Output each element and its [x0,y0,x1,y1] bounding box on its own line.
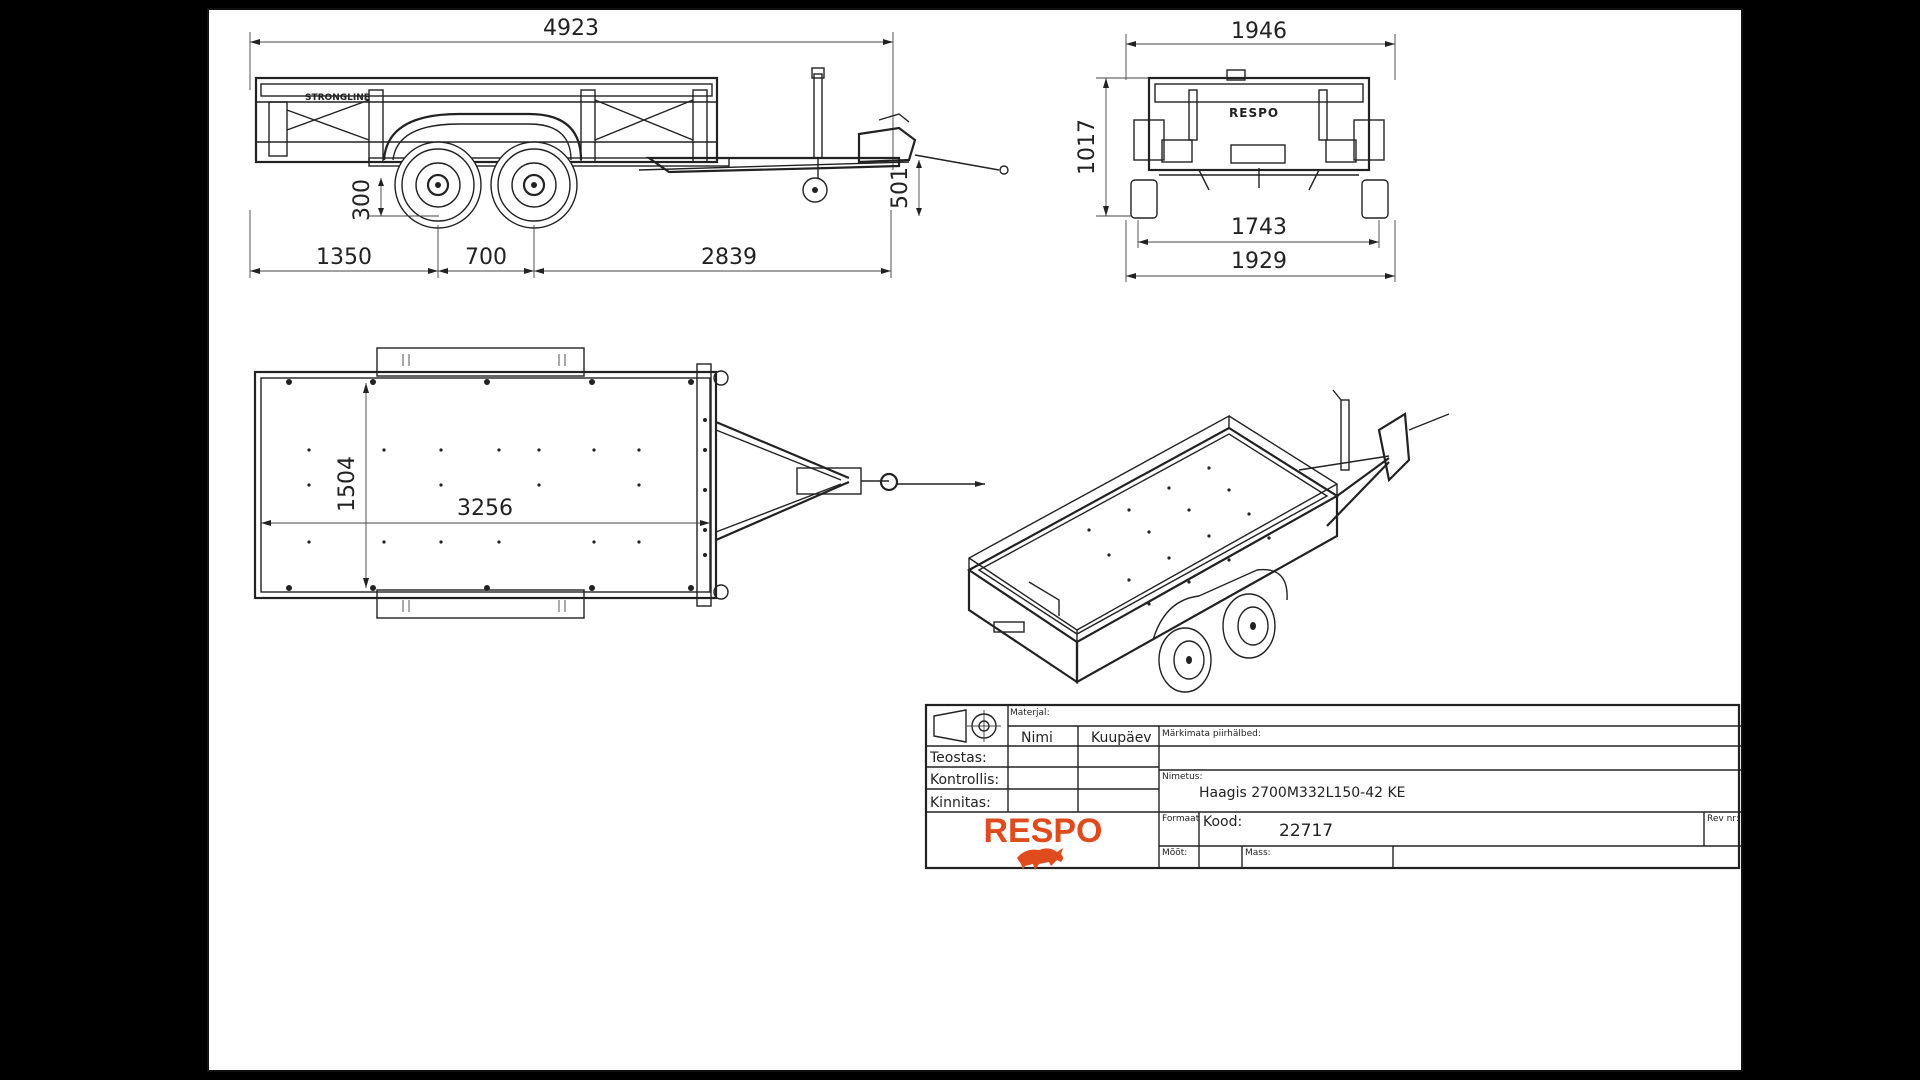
side-brand-text: STRONGLINE [305,93,370,103]
scale-label: Mõõt: [1162,848,1187,858]
iso-wheel-front [1158,627,1212,693]
dim-track-outer: 1929 [1231,249,1287,274]
rear-brand-text: RESPO [1229,106,1279,120]
checked-label: Kontrollis: [930,772,999,788]
iso-wheel-rear [1222,593,1276,659]
title-label: Nimetus: [1162,772,1203,782]
code-value: 22717 [1279,821,1333,841]
title-block: Materjal: Nimi Kuupäev Märkimata piirhäl… [924,703,1741,870]
drawing-sheet: 4923 STRONGLINE [207,8,1743,1072]
material-label: Materjal: [1010,708,1050,718]
dim-box-width: 1504 [335,456,360,512]
designed-label: Teostas: [929,750,987,766]
format-label: Formaat [1162,814,1200,824]
bull-logo-icon [1017,848,1063,870]
dim-ground-clearance: 300 [350,179,375,221]
wheel-rear [490,141,578,229]
projection-symbol-icon [933,709,1001,743]
rivets [286,379,707,591]
dim-overall-length: 4923 [543,16,599,41]
dim-overall-width: 1946 [1231,19,1287,44]
side-view: 4923 STRONGLINE [249,16,1009,278]
title-value: Haagis 2700M332L150-42 KE [1199,785,1406,801]
code-label: Kood: [1203,814,1242,830]
dim-box-length: 3256 [457,496,513,521]
rear-view: 1946 1017 RESPO 1743 1929 [1075,19,1396,282]
isometric-view [966,389,1450,693]
dim-coupling-height: 501 [888,167,913,209]
dim-drawbar-length: 2839 [701,245,757,270]
dim-axle-spacing: 700 [465,245,507,270]
rev-label: Rev nr: [1707,814,1739,824]
date-col-header: Kuupäev [1091,730,1152,746]
dim-height: 1017 [1075,119,1100,175]
top-view: 1504 3256 [253,347,985,619]
wheel-front [394,141,482,229]
dim-track-inner: 1743 [1231,215,1287,240]
name-col-header: Nimi [1021,730,1053,746]
approved-label: Kinnitas: [930,795,991,811]
technical-drawing: 4923 STRONGLINE [249,16,1741,870]
respo-logo-text: RESPO [983,812,1102,850]
dim-front-overhang: 1350 [316,245,372,270]
mass-label: Mass: [1245,848,1271,858]
tolerances-label: Märkimata piirhälbed: [1162,729,1261,739]
